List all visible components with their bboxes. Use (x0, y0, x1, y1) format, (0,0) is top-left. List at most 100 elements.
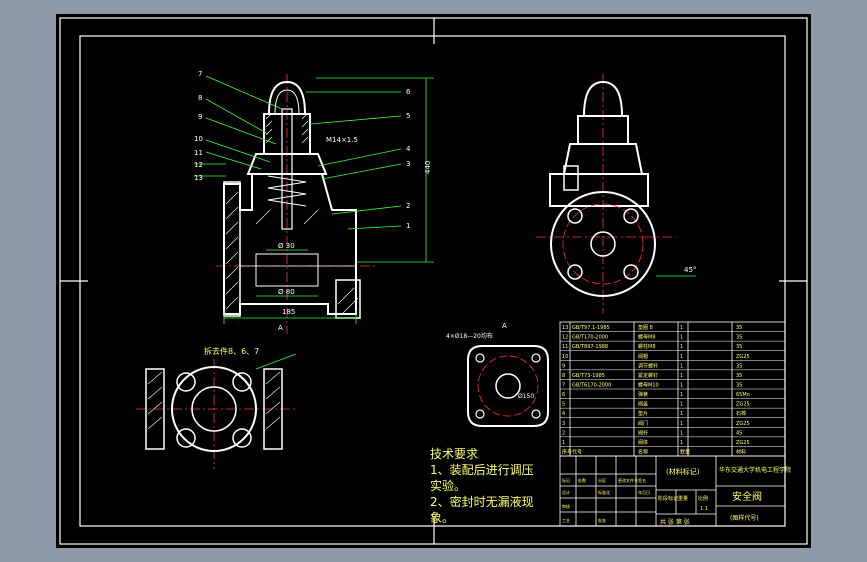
bom-cell-no: 10 (562, 354, 568, 360)
bom-cell-name: 阀帽 (638, 353, 648, 360)
svg-text:年月日: 年月日 (638, 489, 650, 495)
leader-7: 7 (198, 70, 202, 78)
bom-cell-no: 1 (562, 440, 565, 446)
bom-cell-name: 调节螺杆 (638, 362, 658, 369)
svg-text:更改文件号: 更改文件号 (618, 477, 638, 483)
bom-cell-material: 35 (736, 383, 742, 389)
bom-cell-qty: 1 (680, 421, 683, 427)
sheet-label: 共 张 第 张 (660, 518, 690, 526)
main-section-view: 7 8 9 10 11 12 13 6 5 4 3 2 1 440 185 Ø … (194, 70, 434, 334)
school-name: 华东交通大学机电工程学院 (719, 466, 791, 474)
bom-cell-code: GB/T6170-2000 (572, 383, 611, 389)
leader-2: 2 (406, 202, 410, 210)
svg-text:分区: 分区 (598, 477, 606, 483)
leader-11: 11 (194, 149, 203, 157)
view-label-main: A (278, 324, 283, 332)
bom-cell-no: 5 (562, 402, 565, 408)
svg-text:批准: 批准 (598, 517, 606, 523)
bom-cell-name: 阀盖 (638, 401, 648, 408)
dim-thread: M14×1.5 (326, 136, 358, 144)
leader-5: 5 (406, 112, 410, 120)
bom-cell-no: 4 (562, 411, 565, 417)
dim-bore: Ø 80 (278, 288, 295, 296)
view-a-flange: 4×Ø18—20均布 A Ø150 (446, 322, 549, 427)
leader-9: 9 (198, 113, 202, 121)
bom-cell-qty: 1 (680, 411, 683, 417)
bom-cell-name: 阀门 (638, 420, 648, 427)
leader-1: 1 (406, 222, 410, 230)
scale-value: 1:1 (700, 506, 708, 512)
bom-header-qty: 数量 (680, 449, 690, 456)
bom-header-no: 序号 (562, 449, 572, 456)
technical-requirements: 技术要求 1、装配后进行调压 实验。 2、密封时无漏液现 象。 (430, 446, 534, 526)
tech-line-3: 2、密封时无漏液现 (430, 495, 534, 509)
svg-text:签名: 签名 (638, 477, 646, 483)
side-flange (550, 191, 656, 297)
inlet-flange (223, 181, 241, 317)
dim-inner: Ø 30 (278, 242, 295, 250)
bom-cell-material: 35 (736, 373, 742, 379)
bom-cell-name: 螺柱M8 (638, 343, 656, 350)
flange-outline (467, 345, 549, 427)
bom-cell-material: 35 (736, 335, 742, 341)
svg-text:标准化: 标准化 (598, 489, 610, 495)
section-view-bottom: 拆去件8、6、7 (136, 346, 297, 469)
bom-cell-material: 35 (736, 363, 742, 369)
bom-cell-no: 9 (562, 363, 565, 369)
title-block-text: (材料标记) 华东交通大学机电工程学院 安全阀 (图样代号) 阶段标记 重量 比… (562, 466, 791, 526)
bom-cell-code: GB/T170-2000 (572, 335, 608, 341)
bom-cell-name: 阀杆 (638, 429, 648, 436)
bom-cell-no: 13 (562, 325, 568, 331)
spring (267, 175, 307, 207)
drawing-frame (59, 17, 808, 545)
bom-row-lines (560, 331, 785, 447)
bom-header-name: 名称 (638, 449, 648, 456)
dim-angle: 45° (684, 266, 696, 274)
bom-cell-no: 7 (562, 383, 565, 389)
dim-overall-height: 440 (424, 161, 432, 174)
bom-cell-material: ZG25 (736, 440, 750, 446)
bom-cell-qty: 1 (680, 383, 683, 389)
bom-header-material: 材料 (736, 449, 746, 456)
tech-title: 技术要求 (430, 447, 479, 461)
bom-cell-material: ZG25 (736, 402, 750, 408)
valve-cap (267, 80, 307, 115)
bom-cell-code: GB/T897-1988 (572, 344, 608, 350)
bom-cell-qty: 1 (680, 430, 683, 436)
svg-text:工艺: 工艺 (562, 518, 570, 523)
bom-cell-material: 35 (736, 325, 742, 331)
bolt-hole-note: 4×Ø18—20均布 (446, 332, 493, 340)
bom-cell-code: GB/T97.1-1985 (572, 325, 610, 331)
bom-cell-name: 弹簧 (638, 391, 648, 398)
bom-cell-material: ZG25 (736, 354, 750, 360)
leader-lines (194, 75, 434, 324)
scale-label: 比例 (698, 495, 708, 502)
leader-10: 10 (194, 135, 203, 143)
part-name: 安全阀 (732, 490, 762, 503)
svg-text:标记: 标记 (562, 477, 570, 483)
bom-cell-qty: 1 (680, 325, 683, 331)
material-mark: (材料标记) (666, 467, 700, 476)
leader-3: 3 (406, 160, 410, 168)
view-label-flange: A (502, 322, 507, 330)
bom-cell-material: 45 (736, 430, 742, 436)
bom-cell-qty: 1 (680, 344, 683, 350)
leader-8: 8 (198, 94, 202, 102)
bom-cell-no: 11 (562, 344, 568, 350)
bom-cell-code: GB/T73-1985 (572, 373, 605, 379)
svg-text:设计: 设计 (562, 489, 570, 495)
bom-cell-qty: 1 (680, 354, 683, 360)
bom-cell-name: 垫片 (638, 410, 648, 417)
bom-cell-material: ZG25 (736, 421, 750, 427)
bom-cell-qty: 1 (680, 335, 683, 341)
tech-line-4: 象。 (430, 511, 455, 525)
drawing-no: (图样代号) (730, 514, 759, 522)
title-block (559, 455, 786, 527)
valve-stem (281, 108, 293, 230)
bom-cell-material: 石棉 (736, 410, 746, 417)
assembly-drawing: 7 8 9 10 11 12 13 6 5 4 3 2 1 440 185 Ø … (59, 17, 808, 545)
dim-pcd: Ø150 (518, 393, 534, 400)
bom-cell-material: 35 (736, 344, 742, 350)
cad-viewport[interactable]: 7 8 9 10 11 12 13 6 5 4 3 2 1 440 185 Ø … (56, 14, 811, 548)
